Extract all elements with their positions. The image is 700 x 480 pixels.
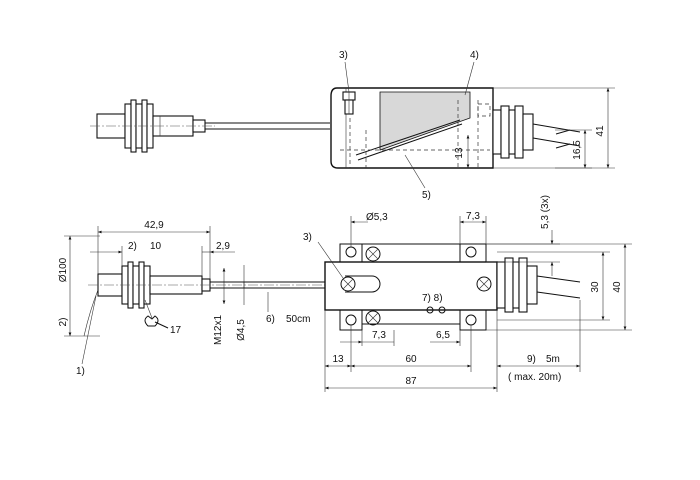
screw-icon: [340, 246, 492, 326]
callout-3-top: 3): [339, 50, 348, 61]
dim-16-5: 16,5: [572, 140, 583, 160]
front-dimensions: 3) Ø5,3 7,3 5,3 (3x) 30 40 7,3: [303, 195, 632, 392]
dim-5-3-3x: 5,3 (3x): [540, 195, 551, 229]
dim-60: 60: [405, 354, 417, 365]
sensor-side-view: 2) Ø100 42,9 2) 10 2,9 17 1: [58, 220, 325, 377]
dim-13-bottom: 13: [332, 354, 344, 365]
callout-9: 9): [527, 354, 536, 365]
dim-length-42-9: 42,9: [144, 220, 164, 231]
callout-3-front: 3): [303, 232, 312, 243]
callout-2-left: 2): [58, 318, 69, 327]
dim-height-30: 30: [590, 281, 601, 293]
dim-cable-dia: Ø4,5: [236, 319, 247, 341]
callout-2-mid: 2): [128, 241, 137, 252]
callout-4: 4): [470, 50, 479, 61]
dim-height-41: 41: [595, 125, 606, 137]
top-sensor: [90, 99, 215, 153]
wrench-size-17: 17: [170, 325, 182, 336]
dim-cable-5m: 5m: [546, 354, 560, 365]
top-housing: [330, 87, 494, 169]
dim-width-7-3-bottom: 7,3: [372, 330, 386, 341]
dim-height-40: 40: [612, 281, 623, 293]
dim-length-2-9: 2,9: [216, 241, 230, 252]
dim-87: 87: [405, 376, 417, 387]
callout-1: 1): [76, 366, 85, 377]
dim-thread-m12: M12x1: [213, 315, 224, 345]
dim-cable-50cm: 50cm: [286, 314, 310, 325]
front-view: 7) 8): [324, 243, 581, 331]
top-connector: [492, 105, 581, 159]
callout-7-8: 7) 8): [422, 293, 443, 304]
dim-radius-100: Ø100: [58, 257, 69, 282]
dim-13-top: 13: [454, 147, 465, 159]
dim-cable-max: ( max. 20m): [508, 372, 561, 383]
dim-length-10: 10: [150, 241, 162, 252]
wrench-icon: [144, 315, 169, 329]
top-view: 41 16,5 13 3) 4) 5): [90, 50, 615, 201]
dim-hole-dia: Ø5,3: [366, 212, 388, 223]
dim-width-6-5: 6,5: [436, 330, 450, 341]
callout-5: 5): [422, 190, 431, 201]
callout-6: 6): [266, 314, 275, 325]
dim-width-7-3-top: 7,3: [466, 211, 480, 222]
front-connector: [496, 257, 581, 313]
